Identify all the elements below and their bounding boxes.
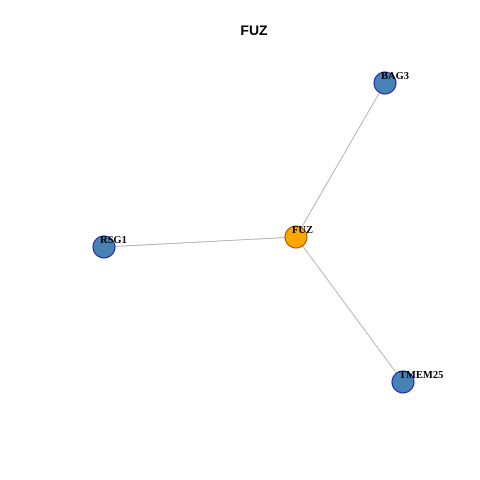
node-tmem25 — [391, 370, 415, 394]
node-fuz — [284, 225, 308, 249]
node-label-bag3: BAG3 — [381, 71, 409, 82]
node-rsg1 — [92, 235, 116, 259]
node-label-fuz: FUZ — [292, 225, 313, 236]
node-bag3 — [373, 71, 397, 95]
nodes-layer — [92, 71, 415, 394]
edges-layer — [103, 82, 404, 383]
edge-fuz-tmem25 — [295, 236, 404, 383]
node-label-tmem25: TMEM25 — [399, 370, 443, 381]
node-label-rsg1: RSG1 — [100, 235, 127, 246]
edge-fuz-bag3 — [295, 82, 386, 238]
edge-fuz-rsg1 — [103, 236, 297, 248]
diagram-title: FUZ — [240, 22, 268, 38]
